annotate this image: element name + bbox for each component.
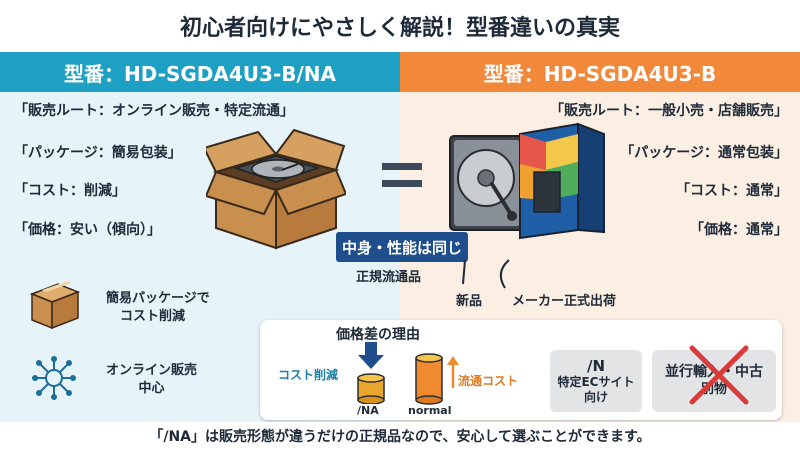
retail-package-icon bbox=[519, 122, 605, 240]
same-content-badge: 中身・性能は同じ bbox=[336, 232, 468, 262]
left-label-price: 「価格：安い（傾向）」 bbox=[14, 222, 161, 238]
page-title: 初心者向けにやさしく解説！型番違いの真実 bbox=[0, 0, 800, 52]
left-model-header: 型番：HD-SGDA4U3-B/NA bbox=[0, 52, 400, 92]
cost-cut-label: コスト削減 bbox=[278, 368, 339, 382]
footer-note: 「/NA」は販売形態が違うだけの正規品なので、安心して選ぶことができます。 bbox=[0, 422, 800, 450]
equals-icon bbox=[382, 163, 422, 197]
feature-simple-package: 簡易パッケージで コスト削減 bbox=[106, 290, 210, 325]
up-arrow-icon bbox=[447, 356, 459, 388]
normal-label: normal bbox=[408, 404, 452, 417]
tall-coin-stack-icon bbox=[415, 353, 443, 405]
distribution-cost-label: 流通コスト bbox=[458, 374, 519, 388]
genuine-distribution-label: 正規流通品 bbox=[356, 270, 422, 285]
ec-box-line1: /N bbox=[586, 356, 606, 375]
feature-online-sales-line2: 中心 bbox=[138, 380, 165, 396]
hard-drive-icon bbox=[449, 135, 525, 231]
cardboard-box-hdd-icon bbox=[206, 128, 346, 250]
feature-online-sales-line1: オンライン販売 bbox=[106, 363, 198, 378]
small-package-icon bbox=[29, 281, 81, 330]
feature-simple-package-line2: コスト削減 bbox=[120, 308, 186, 324]
down-arrow-icon bbox=[358, 342, 384, 369]
red-cross-icon bbox=[689, 345, 749, 405]
connector-arrows-icon bbox=[462, 259, 510, 289]
small-coin-stack-icon bbox=[357, 373, 385, 404]
official-shipment-label: メーカー正式出荷 bbox=[512, 294, 617, 309]
ec-box-line2: 特定ECサイト bbox=[557, 375, 635, 390]
left-label-sales-route: 「販売ルート：オンライン販売・特定流通」 bbox=[14, 103, 294, 119]
na-label: /NA bbox=[357, 404, 379, 417]
right-label-package: 「パッケージ：通常包装」 bbox=[620, 145, 788, 161]
right-model-header: 型番：HD-SGDA4U3-B bbox=[400, 52, 800, 92]
ec-box-line3: 向け bbox=[583, 390, 608, 405]
right-label-price: 「価格：通常」 bbox=[690, 222, 788, 238]
left-label-package: 「パッケージ：簡易包装」 bbox=[14, 145, 182, 161]
feature-simple-package-line1: 簡易パッケージで bbox=[106, 291, 210, 306]
network-icon bbox=[32, 356, 76, 400]
new-item-label: 新品 bbox=[456, 294, 483, 309]
right-label-sales-route: 「販売ルート：一般小売・店舗販売」 bbox=[550, 103, 788, 119]
price-reason-title: 価格差の理由 bbox=[336, 327, 420, 343]
right-label-cost: 「コスト：通常」 bbox=[676, 183, 788, 199]
specific-ec-site-box: /N 特定ECサイト 向け bbox=[550, 350, 642, 412]
feature-online-sales: オンライン販売 中心 bbox=[106, 362, 197, 397]
left-label-cost: 「コスト：削減」 bbox=[14, 183, 126, 199]
